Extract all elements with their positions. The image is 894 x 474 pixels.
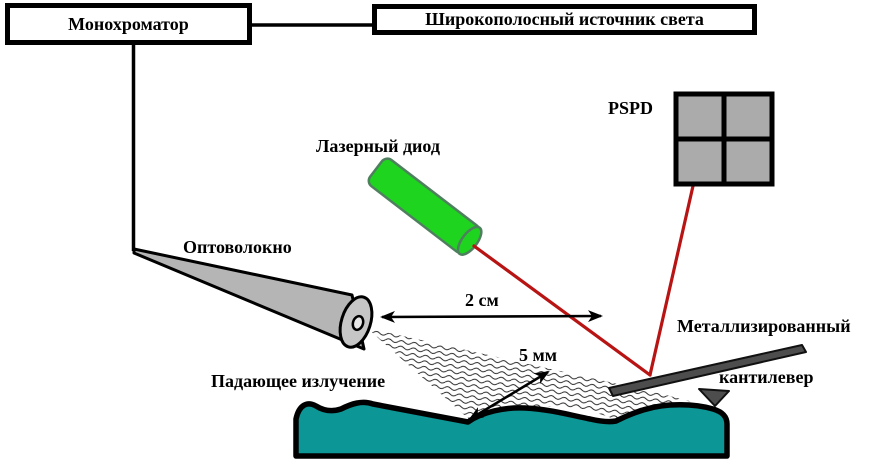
monochromator-box: Монохроматор — [5, 3, 252, 45]
incident-radiation-label: Падающее излучение — [211, 371, 386, 391]
cantilever-label-line1: Металлизированный — [677, 316, 851, 336]
pspd-label: PSPD — [608, 98, 653, 118]
light-source-box-label: Широкополосный источник света — [425, 9, 704, 29]
laser-diode — [367, 157, 483, 256]
optical-fiber-label: Оптоволокно — [183, 237, 292, 257]
laser-beam-incident — [472, 244, 652, 377]
pspd-detector — [673, 91, 775, 187]
distance-5mm-label: 5 мм — [519, 345, 558, 365]
light-source-box: Широкополосный источник света — [372, 4, 757, 35]
laser-beam-reflected — [648, 162, 700, 377]
optical-fiber-core-hole — [351, 314, 365, 332]
arrow-2cm — [380, 310, 603, 323]
sample-surface — [293, 399, 730, 459]
distance-2cm-label: 2 см — [465, 290, 499, 310]
monochromator-box-label: Монохроматор — [68, 13, 189, 34]
arrow-5mm — [468, 370, 550, 421]
laser-diode-label: Лазерный диод — [316, 136, 441, 156]
cantilever-tip — [698, 388, 730, 407]
optical-fiber-cone — [132, 247, 366, 351]
cantilever-label-line2: кантилевер — [719, 367, 814, 387]
cantilever-bar — [608, 344, 807, 397]
